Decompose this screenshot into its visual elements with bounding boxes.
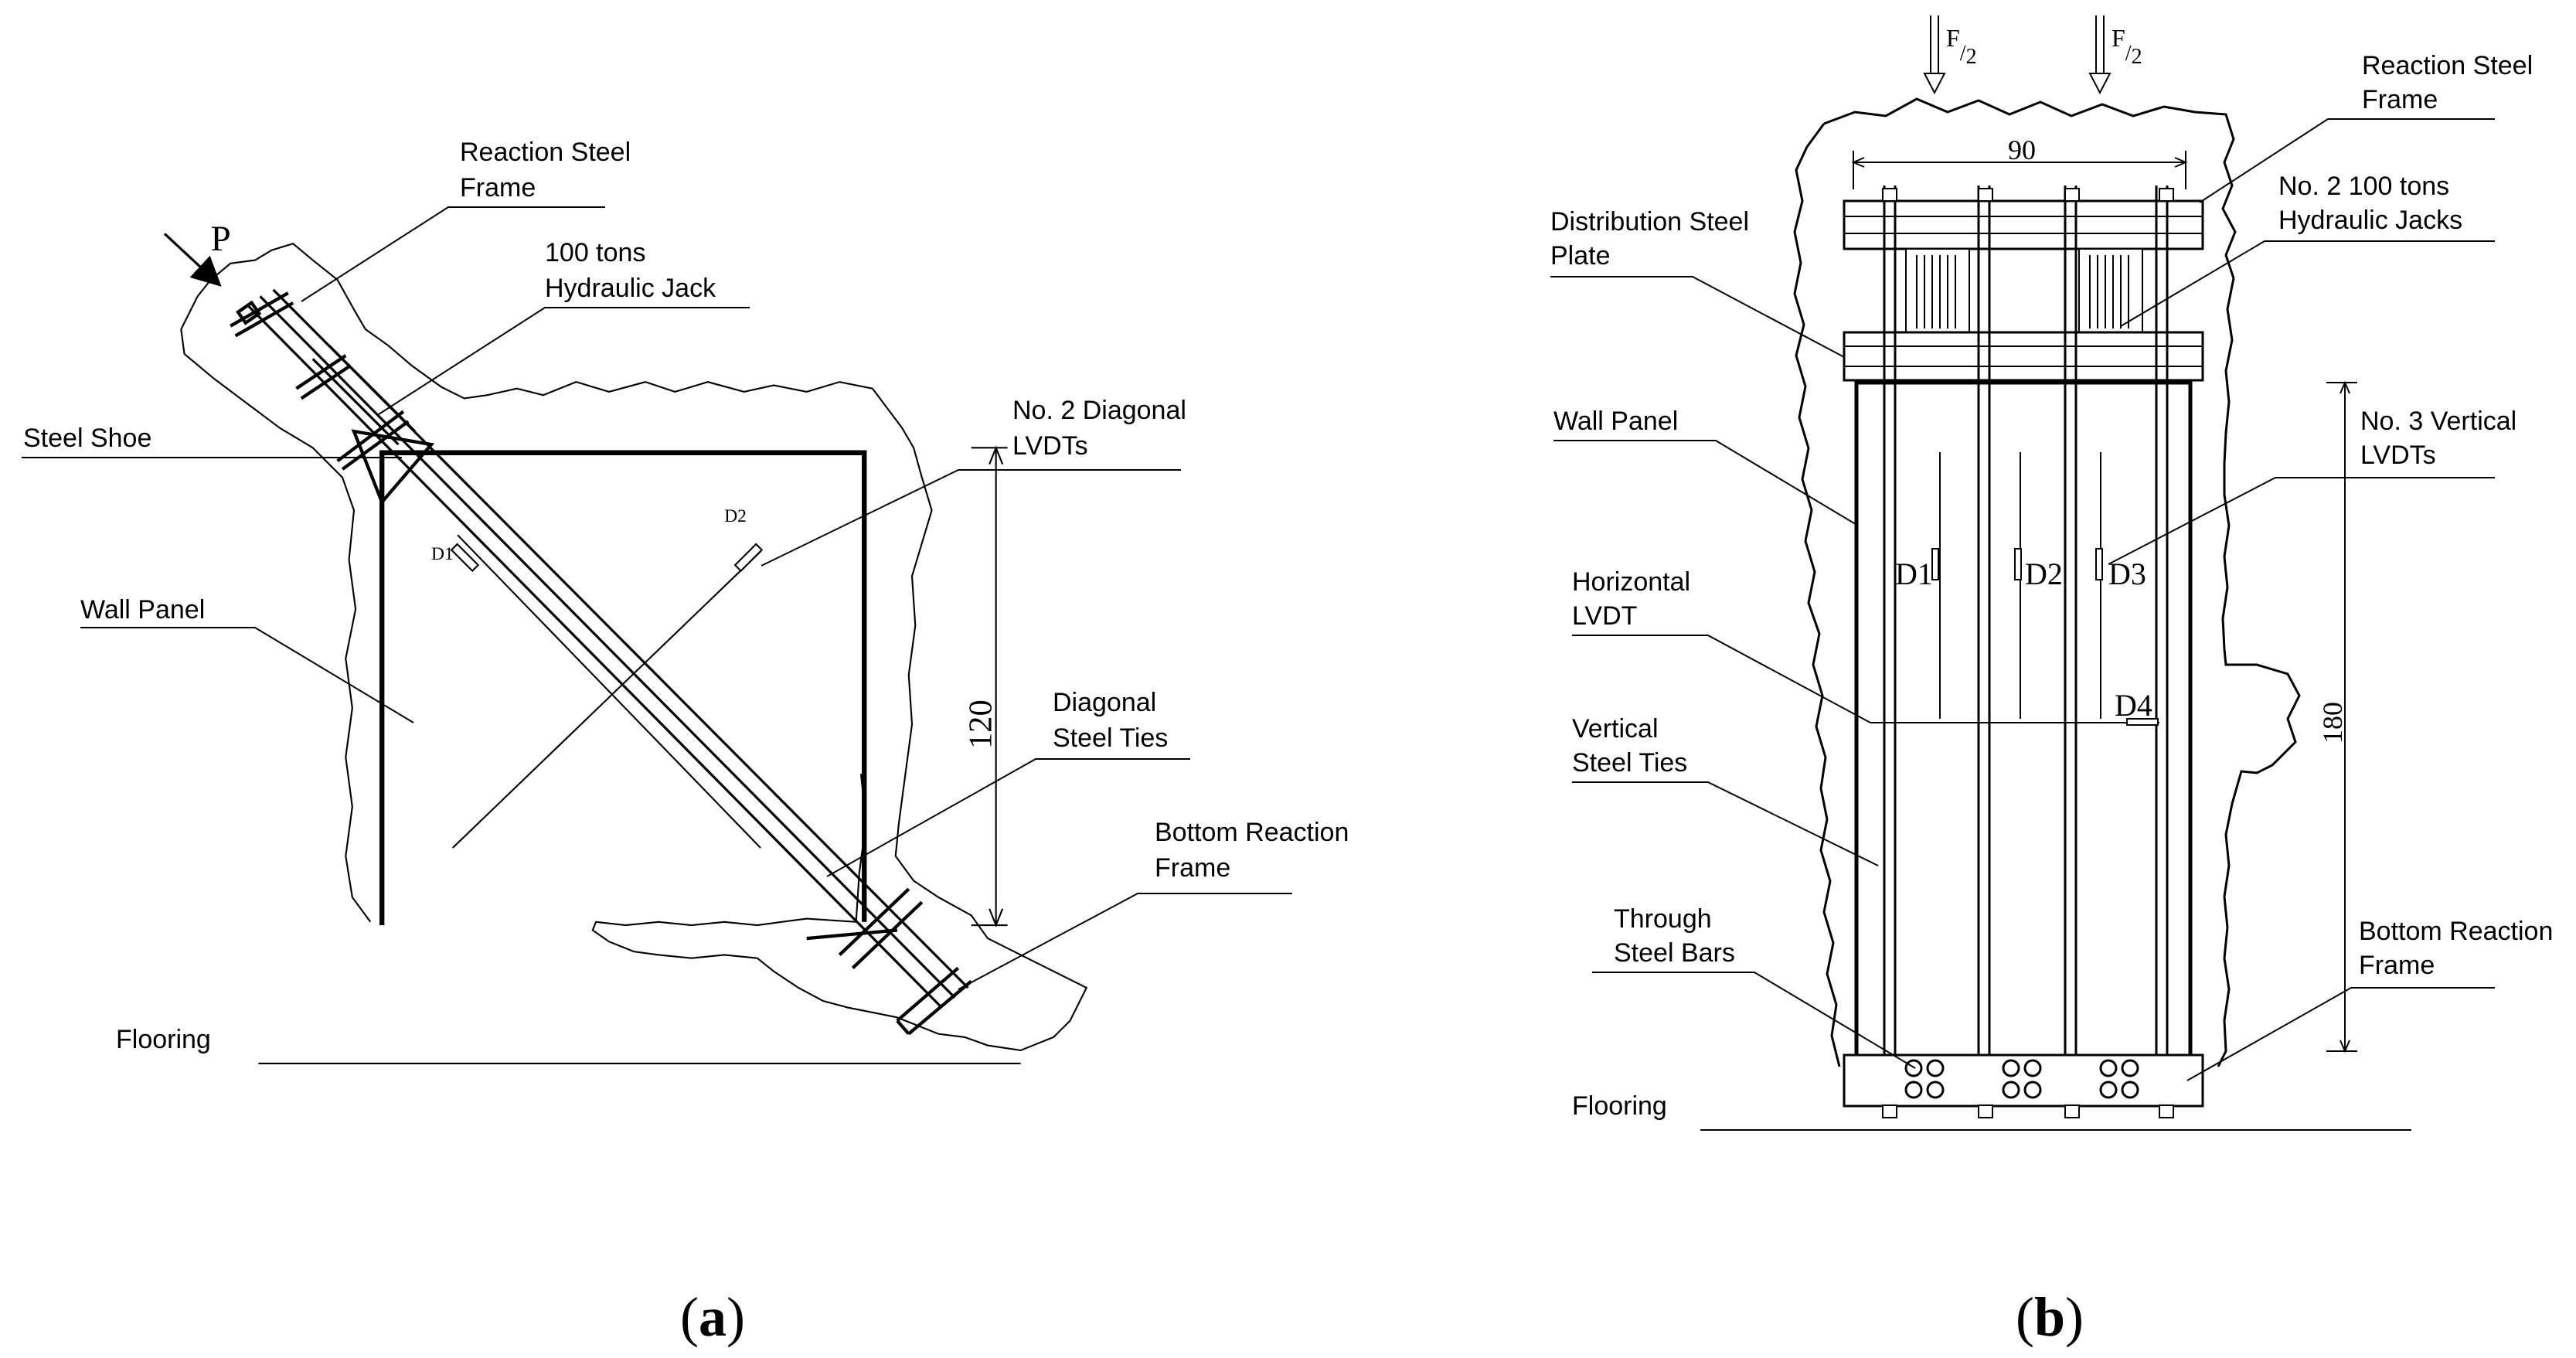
label-jacks-b-2: Hydraulic Jacks: [2278, 206, 2462, 235]
leader-diag-lvdts: [761, 469, 1181, 567]
wall-panel: [379, 450, 867, 926]
dimension-180: [2326, 380, 2357, 1053]
label-vert-ties-1: Vertical: [1572, 714, 1659, 744]
leader-horiz-lvdt: [1572, 635, 1871, 723]
label-diag-ties-1: Diagonal: [1053, 688, 1156, 717]
label-bottom-frame-b-1: Bottom Reaction: [2359, 917, 2553, 946]
masonry-outline-b: [1793, 97, 2301, 1067]
label-bottom-frame-a-1: Bottom Reaction: [1155, 818, 1349, 847]
label-vert-lvdts-2: LVDTs: [2360, 441, 2436, 470]
bottom-reaction-frame-b: [1843, 1053, 2204, 1108]
dimension-90: [1851, 151, 2188, 189]
load-f2-label-1: F/2: [1946, 24, 1977, 69]
leader-wall-panel-a: [80, 627, 414, 723]
bottom-reaction-frame: [806, 887, 973, 1036]
tie-overlays: [1883, 185, 2169, 386]
label-jack-a-2: Hydraulic Jack: [545, 274, 716, 303]
leader-vert-lvdts: [2108, 477, 2495, 565]
load-arrow: [163, 233, 222, 287]
label-wall-panel-a: Wall Panel: [80, 595, 205, 625]
diagonal-tie-2: [259, 295, 956, 999]
label-bottom-frame-a-2: Frame: [1155, 853, 1230, 883]
through-steel-bars: [1904, 1059, 2139, 1099]
panel-b: D1 D2 D3 D4 F/2 F/2: [1700, 15, 2411, 1131]
load-f2-label-2: F/2: [2112, 24, 2142, 69]
leader-reaction-frame-b: [2199, 118, 2495, 203]
bolt-heads-top: [1882, 188, 2174, 202]
load-p-label: P: [211, 219, 231, 259]
leader-diag-ties: [826, 758, 1190, 877]
caption-b: (b): [2016, 1286, 2084, 1348]
label-vert-ties-2: Steel Ties: [1572, 748, 1687, 778]
hydraulic-jacks: [1905, 248, 2143, 333]
load-arrows-b: [1923, 15, 2112, 95]
hydraulic-jack: [311, 345, 416, 446]
leader-bottom-frame-a: [958, 893, 1292, 990]
dimension-90-label: 90: [2008, 134, 2036, 165]
label-reaction-frame-b-1: Reaction Steel: [2362, 51, 2533, 80]
label-reaction-frame-a-2: Frame: [460, 173, 536, 203]
leader-wall-panel-b: [1553, 440, 1859, 526]
lvdt-d4-b: [2126, 718, 2159, 726]
diagonal-lvdt-line-2: [457, 534, 761, 849]
bolt-heads-bottom: [1882, 1104, 2174, 1118]
masonry-outline-top: [180, 243, 1088, 1052]
dimension-120: [971, 445, 1008, 927]
label-steel-shoe-a: Steel Shoe: [23, 424, 151, 453]
vertical-lvdt-lines: [1939, 452, 2101, 719]
masonry-outline-left: [180, 328, 372, 923]
panel-b-annotations: Reaction Steel Frame No. 2 100 tons Hydr…: [1550, 51, 2553, 1348]
label-dist-plate-1: Distribution Steel: [1550, 207, 1749, 237]
leader-jacks-b: [2120, 240, 2495, 327]
panel-a-annotations: Reaction Steel Frame 100 tons Hydraulic …: [22, 138, 1349, 1348]
label-vert-lvdts-1: No. 3 Vertical: [2360, 407, 2516, 436]
lvdt-d2: [733, 543, 764, 573]
label-flooring-a: Flooring: [116, 1025, 211, 1054]
leader-vert-ties: [1572, 781, 1879, 866]
leader-bottom-frame-b: [2186, 987, 2495, 1081]
diagonal-lvdt-line-1: [452, 550, 761, 849]
top-reaction-frame: [230, 291, 410, 471]
label-diag-ties-2: Steel Ties: [1053, 723, 1168, 753]
sensor-d3-b-label: D3: [2108, 556, 2146, 591]
steel-shoe: [351, 429, 435, 505]
label-through-bars-1: Through: [1614, 904, 1712, 934]
sensor-d4-b-label: D4: [2115, 688, 2152, 723]
label-dist-plate-2: Plate: [1550, 241, 1611, 271]
sensor-d1-label: D1: [431, 544, 454, 564]
label-flooring-b: Flooring: [1572, 1091, 1667, 1121]
leader-reaction-frame-a: [301, 206, 605, 302]
leader-through-bars: [1592, 972, 1916, 1069]
panel-a: D1 D2 P 120: [163, 219, 1088, 1065]
label-through-bars-2: Steel Bars: [1614, 938, 1735, 968]
label-diag-lvdts-1: No. 2 Diagonal: [1012, 396, 1186, 425]
label-horiz-lvdt-1: Horizontal: [1572, 567, 1690, 597]
lvdt-d1: [450, 543, 480, 573]
label-jacks-b-1: No. 2 100 tons: [2278, 172, 2449, 201]
lvdt-d1-b: [1931, 548, 1939, 580]
label-jack-a-1: 100 tons: [545, 238, 645, 267]
leader-dist-plate: [1550, 276, 1845, 358]
lvdt-d2-b: [2014, 548, 2022, 580]
dimension-180-label: 180: [2317, 702, 2348, 744]
label-reaction-frame-b-2: Frame: [2362, 85, 2438, 114]
dimension-120-label: 120: [962, 699, 999, 749]
label-horiz-lvdt-2: LVDT: [1572, 601, 1637, 631]
reaction-steel-frame: [1843, 199, 2204, 250]
label-bottom-frame-b-2: Frame: [2359, 951, 2435, 980]
sensor-d1-b-label: D1: [1895, 556, 1933, 591]
diagonal-tie-1: [246, 303, 943, 1009]
label-diag-lvdts-2: LVDTs: [1012, 431, 1088, 461]
label-reaction-frame-a-1: Reaction Steel: [460, 138, 631, 167]
sensor-d2-b-label: D2: [2025, 556, 2063, 591]
sensor-d2-label: D2: [724, 506, 747, 526]
label-wall-panel-b: Wall Panel: [1553, 407, 1678, 436]
leader-jack-a: [378, 307, 750, 415]
caption-a: (a): [680, 1286, 745, 1348]
distribution-steel-plate: [1843, 331, 2204, 382]
lvdt-d3-b: [2095, 548, 2103, 580]
